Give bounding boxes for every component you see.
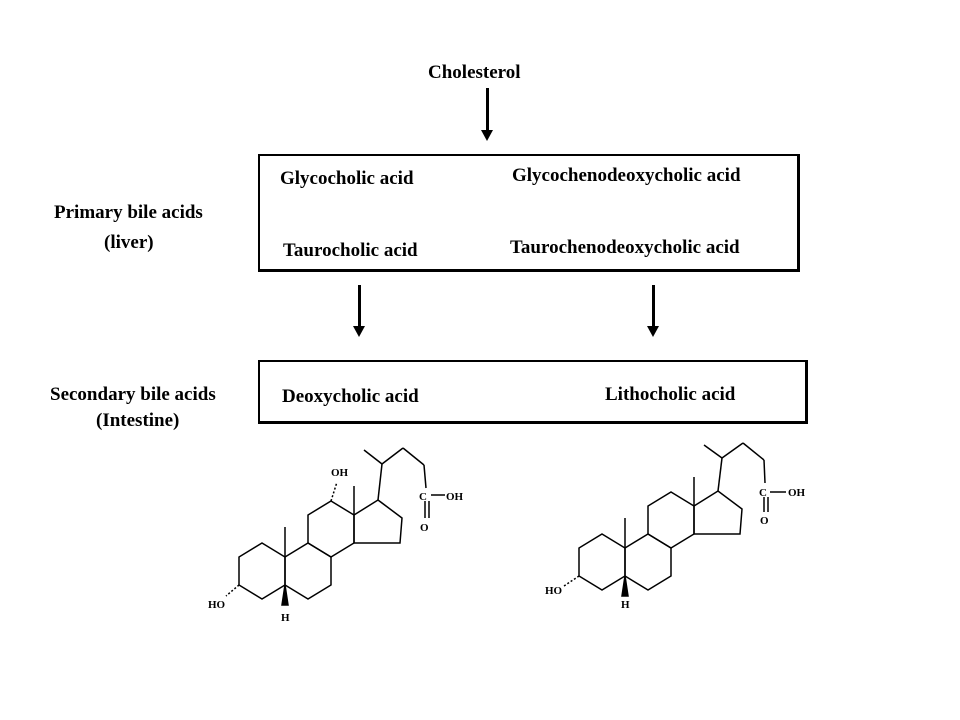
arrow-cholesterol-to-primary	[481, 88, 493, 141]
lithocholic-structure	[563, 442, 786, 597]
deoxy-c: C	[419, 491, 427, 503]
litho-ho: HO	[545, 585, 563, 597]
taurocholic-acid: Taurocholic acid	[283, 240, 418, 261]
glycocholic-acid: Glycocholic acid	[280, 168, 414, 189]
deoxy-ho: HO	[208, 599, 226, 611]
litho-o: O	[760, 515, 769, 527]
taurochenodeoxycholic-acid: Taurochenodeoxycholic acid	[510, 237, 740, 258]
deoxy-o: O	[420, 522, 429, 534]
primary-sublabel: (liver)	[104, 232, 154, 253]
litho-oh-acid: OH	[788, 487, 806, 499]
primary-bile-acids-box	[258, 154, 800, 272]
deoxy-ring-d	[353, 499, 403, 544]
secondary-label: Secondary bile acids	[50, 384, 216, 405]
litho-ring-c	[647, 491, 695, 549]
deoxycholic-structure	[225, 447, 445, 606]
arrow-primary-to-deoxycholic	[353, 285, 365, 337]
litho-ring-b	[624, 533, 672, 591]
primary-label: Primary bile acids	[54, 202, 203, 223]
litho-ring-d	[693, 490, 743, 535]
cholesterol-label: Cholesterol	[428, 62, 521, 83]
secondary-bile-acids-box	[258, 360, 808, 424]
deoxycholic-acid: Deoxycholic acid	[282, 386, 419, 407]
deoxy-oh-acid: OH	[446, 491, 464, 503]
lithocholic-acid: Lithocholic acid	[605, 384, 736, 405]
deoxy-ring-b	[284, 542, 332, 600]
litho-c: C	[759, 487, 767, 499]
litho-ring-a	[578, 533, 626, 591]
arrow-primary-to-lithocholic	[647, 285, 659, 337]
deoxy-h: H	[281, 612, 290, 624]
glycochenodeoxycholic-acid: Glycochenodeoxycholic acid	[512, 165, 741, 186]
deoxy-ring-a	[238, 542, 286, 600]
litho-h: H	[621, 599, 630, 611]
deoxy-ring-c	[307, 500, 355, 558]
deoxy-oh-12: OH	[331, 467, 349, 479]
secondary-sublabel: (Intestine)	[96, 410, 180, 431]
